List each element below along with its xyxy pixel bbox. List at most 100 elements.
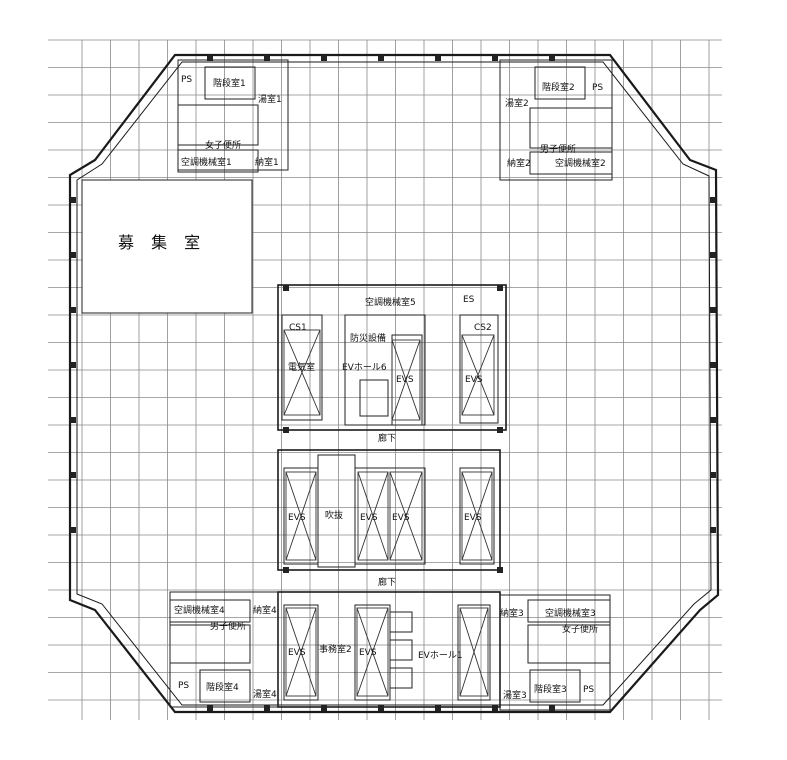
column-marker	[70, 417, 76, 423]
elevator-shaft-cross	[459, 607, 489, 697]
elevator-shaft-cross	[285, 471, 317, 561]
column-marker	[70, 307, 76, 313]
elevator-shaft-marks	[283, 329, 495, 697]
label-cs2: CS2	[474, 323, 492, 333]
elevator-shaft-cross	[389, 471, 423, 561]
label-es: ES	[463, 295, 475, 305]
label-ac-room-3: 空調機械室3	[545, 607, 596, 619]
column-marker	[378, 705, 384, 711]
label-evs-mid-3: EVS	[392, 513, 410, 523]
elevator-shaft	[285, 471, 317, 561]
column-marker	[497, 567, 503, 573]
corner-block-nw	[177, 59, 289, 173]
corner-block-ne	[499, 59, 613, 181]
label-womens-toilet-bottom: 女子便所	[562, 623, 598, 635]
column-marker	[321, 705, 327, 711]
column-marker	[497, 427, 503, 433]
column-marker	[549, 55, 555, 61]
label-stair-1: 階段室1	[213, 77, 246, 89]
label-evs-low-2: EVS	[359, 648, 377, 658]
label-mens-toilet-top: 男子便所	[540, 143, 576, 155]
room-labels: PS 階段室1 湯室1 女子便所 空調機械室1 納室1 階段室2 PS 湯室2 …	[174, 75, 606, 701]
column-marker	[497, 285, 503, 291]
label-corridor-lower: 廊下	[378, 576, 396, 588]
label-evs-mid-2: EVS	[360, 513, 378, 523]
column-marker	[321, 55, 327, 61]
label-dehumid-1: 湯室1	[258, 93, 282, 105]
label-dehumid-4: 湯室4	[253, 688, 277, 700]
corner-block-se	[499, 594, 611, 711]
column-marker	[283, 285, 289, 291]
outer-wall	[68, 53, 720, 714]
column-marker	[492, 55, 498, 61]
column-marker	[70, 362, 76, 368]
elevator-shaft-cross	[356, 607, 389, 697]
column-marker	[378, 55, 384, 61]
label-evs-mid-4: EVS	[464, 513, 482, 523]
elevator-shaft-cross	[461, 334, 495, 416]
label-corridor-upper: 廊下	[378, 432, 396, 444]
label-ac-room-2: 空調機械室2	[555, 157, 606, 169]
column-markers	[70, 55, 716, 711]
elevator-shaft	[357, 471, 389, 561]
column-marker	[207, 705, 213, 711]
column-marker	[710, 527, 716, 533]
label-evs-mid-1: EVS	[288, 513, 306, 523]
label-ac-room-1: 空調機械室1	[181, 156, 232, 168]
label-ac-room-5: 空調機械室5	[365, 296, 416, 308]
column-marker	[710, 472, 716, 478]
label-storage-4: 納室4	[253, 604, 277, 616]
label-evs-low-1: EVS	[288, 648, 306, 658]
label-dehumid-3: 湯室3	[503, 689, 527, 701]
label-fire-facility: 防災設備	[350, 332, 386, 344]
label-storage-2: 納室2	[507, 157, 531, 169]
label-ac-room-4: 空調機械室4	[174, 604, 225, 616]
column-marker	[492, 705, 498, 711]
label-evs-upper-right: EVS	[465, 375, 483, 385]
column-marker	[283, 567, 289, 573]
label-stair-3: 階段室3	[534, 683, 567, 695]
vacant-area	[82, 180, 252, 313]
column-marker	[710, 362, 716, 368]
column-marker	[283, 427, 289, 433]
column-marker	[70, 197, 76, 203]
label-electric-room: 電気室	[288, 361, 315, 373]
label-ps-ne: PS	[592, 83, 603, 93]
column-marker	[435, 705, 441, 711]
column-marker	[70, 472, 76, 478]
label-shaft: 吹抜	[325, 509, 343, 521]
column-marker	[264, 55, 270, 61]
label-stair-4: 階段室4	[206, 681, 239, 693]
elevator-shaft-cross	[461, 471, 493, 561]
elevator-shaft-cross	[391, 339, 421, 421]
label-ps-sw: PS	[178, 681, 189, 691]
label-stair-2: 階段室2	[542, 81, 575, 93]
column-marker	[549, 705, 555, 711]
column-marker	[710, 417, 716, 423]
label-ps-se: PS	[583, 685, 594, 695]
label-evs-upper-mid: EVS	[396, 375, 414, 385]
label-ps-nw: PS	[181, 75, 192, 85]
column-marker	[710, 252, 716, 258]
label-dehumid-2: 湯室2	[505, 97, 529, 109]
elevator-shaft	[461, 471, 493, 561]
column-marker	[710, 197, 716, 203]
label-ev-hall-6: EVホール6	[342, 362, 387, 373]
column-marker	[70, 527, 76, 533]
elevator-shaft	[389, 471, 423, 561]
column-marker	[207, 55, 213, 61]
elevator-shaft	[283, 329, 321, 416]
elevator-shaft	[459, 607, 489, 697]
label-cs1: CS1	[289, 323, 307, 333]
elevator-shaft-cross	[283, 329, 321, 416]
elevator-shaft-cross	[285, 607, 317, 697]
elevator-shaft	[391, 339, 421, 421]
label-storage-1: 納室1	[255, 156, 279, 168]
column-marker	[710, 307, 716, 313]
elevator-shaft	[285, 607, 317, 697]
elevator-shaft-cross	[357, 471, 389, 561]
column-marker	[264, 705, 270, 711]
label-storage-3: 納室3	[500, 607, 524, 619]
elevator-shaft	[461, 334, 495, 416]
